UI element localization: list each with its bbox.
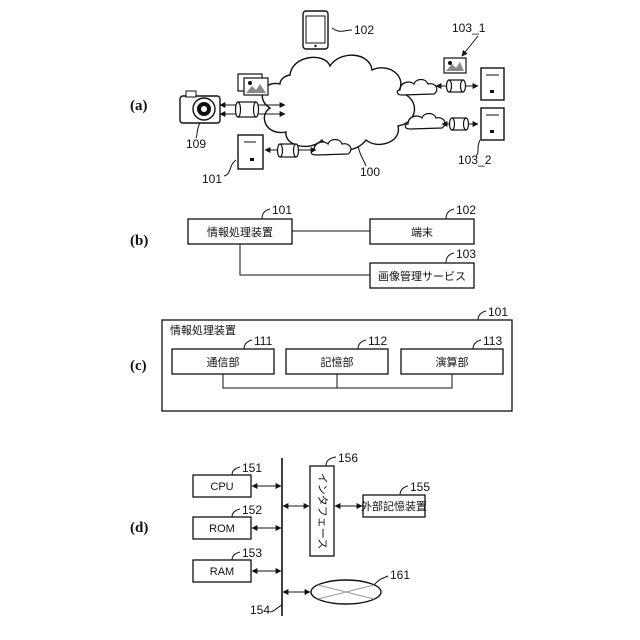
ref-102b: 102: [456, 203, 476, 217]
ref-103-2: 103_2: [458, 153, 492, 167]
ref-153: 153: [242, 546, 262, 560]
device-service-line: [240, 244, 370, 275]
storage-label: 記憶部: [321, 355, 354, 369]
ref-113: 113: [483, 334, 502, 348]
smartphone-icon: [303, 11, 328, 49]
network-cloud: [262, 55, 445, 155]
leader-151: [232, 467, 240, 475]
ref-101a: 101: [202, 172, 222, 186]
ref-151: 151: [242, 461, 262, 475]
data-packet-icon: [278, 144, 299, 157]
leader-102: [332, 28, 352, 31]
image-icon: [444, 58, 466, 73]
terminal-icon: [481, 68, 504, 100]
ref-112: 112: [368, 334, 387, 348]
terminal-label: 端末: [411, 225, 433, 239]
leader-154: [270, 605, 282, 612]
ram-label: RAM: [210, 566, 234, 578]
ref-155: 155: [410, 480, 430, 494]
leader-102b: [446, 209, 454, 219]
ref-111: 111: [254, 334, 273, 348]
leader-103-1: [462, 36, 478, 56]
device-label: 情報処理装置: [207, 226, 273, 239]
ref-161: 161: [390, 568, 410, 582]
panel-c-label: (c): [130, 358, 147, 374]
comm-label: 通信部: [207, 355, 240, 369]
leader-101a: [224, 160, 236, 176]
terminal-icon: [481, 108, 504, 140]
interface-label: インタフェース: [316, 473, 329, 549]
leader-161: [374, 576, 388, 585]
ref-152: 152: [242, 503, 262, 517]
leader-153: [232, 552, 240, 560]
ref-103b: 103: [456, 247, 476, 261]
panel-d-label: (d): [130, 520, 148, 536]
cpu-label: CPU: [210, 481, 233, 493]
external-storage-label: 外部記憶装置: [361, 499, 427, 513]
ref-102: 102: [354, 23, 374, 37]
leader-155: [400, 486, 408, 495]
ref-109: 109: [186, 137, 206, 151]
ref-101c: 101: [488, 305, 508, 319]
ref-103-1: 103_1: [452, 21, 486, 35]
leader-100: [358, 146, 366, 166]
leader-103b: [446, 253, 454, 263]
camera-icon: [180, 91, 220, 123]
compute-label: 演算部: [436, 355, 469, 369]
leader-152: [232, 509, 240, 517]
leader-101c: [478, 311, 486, 320]
storage-medium-icon: [311, 580, 381, 604]
image-icon: [238, 74, 268, 95]
panel-a-label: (a): [130, 98, 148, 114]
leader-101b: [262, 209, 270, 219]
ref-156: 156: [338, 451, 358, 465]
server-icon: [238, 135, 263, 169]
ref-101b: 101: [272, 203, 292, 217]
data-packet-icon: [236, 102, 259, 117]
ref-100: 100: [360, 165, 380, 179]
panel-b-label: (b): [130, 233, 148, 249]
data-packet-icon: [447, 80, 466, 92]
data-packet-icon: [450, 118, 469, 130]
service-label: 画像管理サービス: [378, 269, 466, 283]
leader-156: [326, 457, 336, 466]
ref-154: 154: [250, 603, 270, 617]
rom-label: ROM: [209, 523, 235, 535]
outer-label: 情報処理装置: [170, 324, 236, 337]
leader-109: [196, 123, 200, 138]
